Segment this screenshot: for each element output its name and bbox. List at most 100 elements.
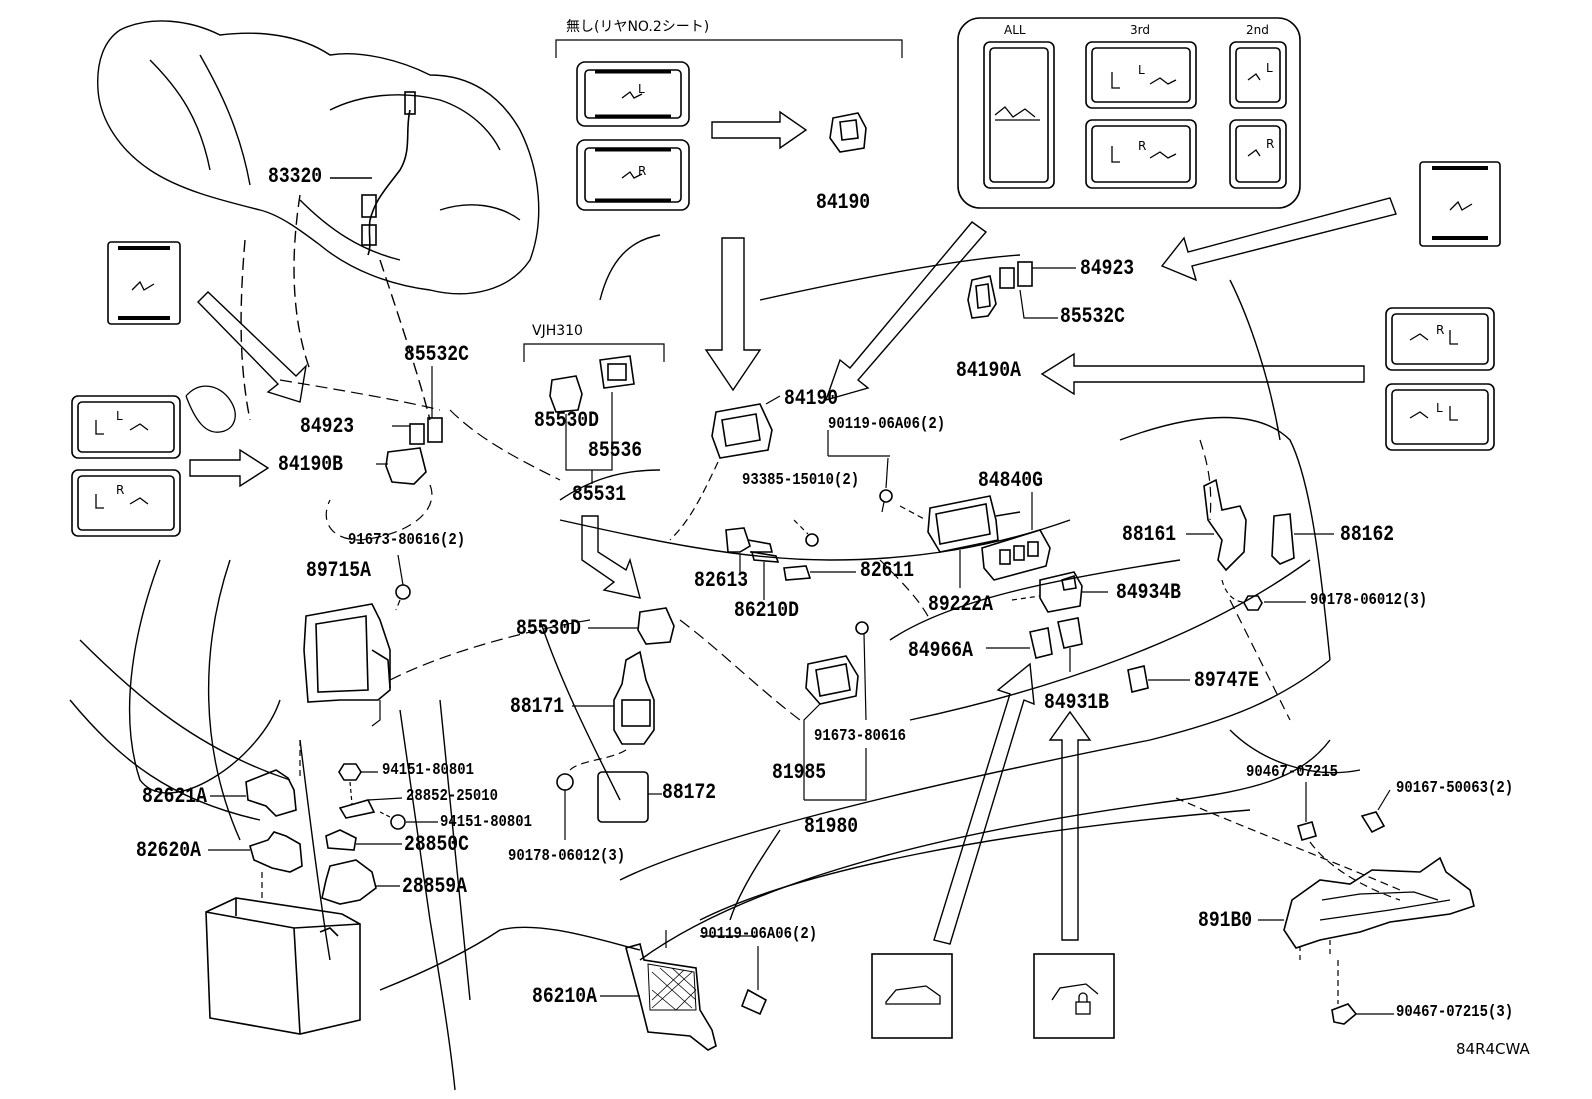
part-label: 88162 bbox=[1340, 522, 1395, 547]
switch-right-L-art bbox=[1385, 383, 1495, 451]
part-label: 84190 bbox=[816, 190, 871, 215]
part-label: 891B0 bbox=[1198, 908, 1253, 933]
arrow-down-85531 bbox=[581, 515, 641, 599]
letter-R-3rd: R bbox=[1138, 139, 1146, 153]
switch-left-L-art bbox=[71, 395, 181, 459]
part-label: 82611 bbox=[860, 558, 915, 583]
switch-right-top-art bbox=[1419, 161, 1501, 247]
part-label: 91673-80616(2) bbox=[348, 531, 466, 550]
seat-illustration bbox=[97, 20, 540, 421]
part-label: 28852-25010 bbox=[406, 787, 499, 806]
part-label: 85532C bbox=[1060, 304, 1125, 329]
group-label-vjh310: VJH310 bbox=[532, 323, 583, 339]
arrow-up-to-84931B bbox=[1048, 710, 1092, 941]
part-label: 89747E bbox=[1194, 668, 1259, 693]
panel-header-2nd: 2nd bbox=[1246, 23, 1269, 37]
rear2-seat-switch-right-art bbox=[576, 139, 690, 211]
part-label: 84190B bbox=[278, 452, 343, 477]
icon-box-vehicle-art bbox=[871, 953, 953, 1039]
module-88171-art bbox=[613, 650, 655, 745]
part-label: 88172 bbox=[662, 780, 717, 805]
switch-panel-art bbox=[957, 17, 1301, 209]
part-label: 84190A bbox=[956, 358, 1021, 383]
arrow-to-84190B bbox=[189, 448, 270, 488]
part-label: 84840G bbox=[978, 468, 1043, 493]
letter-R-right: R bbox=[1436, 323, 1444, 337]
seat-shape-blob bbox=[185, 385, 236, 433]
part-label: 84923 bbox=[1080, 256, 1135, 281]
part-label: 28859A bbox=[402, 874, 467, 899]
panel-header-all: ALL bbox=[1004, 23, 1026, 37]
arrow-to-84923-left bbox=[197, 291, 308, 403]
letter-R-left: R bbox=[116, 483, 124, 497]
part-label: 88171 bbox=[510, 694, 565, 719]
bracket-891B0-art bbox=[1283, 856, 1475, 960]
letter-L-3rd: L bbox=[1138, 63, 1145, 77]
connector-85530D-top-art bbox=[549, 375, 583, 413]
switch-84934B-art bbox=[1039, 571, 1083, 613]
icon-box-lock-art bbox=[1033, 953, 1115, 1039]
switch-84190-mid-art bbox=[711, 403, 773, 459]
clamp-28859A-art bbox=[321, 859, 377, 905]
module-88172-art bbox=[597, 771, 649, 823]
part-label: 81985 bbox=[772, 760, 827, 785]
sensor-89747E-art bbox=[1127, 665, 1149, 693]
part-label: 28850C bbox=[404, 832, 469, 857]
letter-L-2nd: L bbox=[1266, 61, 1273, 75]
harness-83320 bbox=[330, 91, 416, 256]
part-label: 84934B bbox=[1116, 580, 1181, 605]
part-label: 90167-50063(2) bbox=[1396, 779, 1514, 798]
switch-84190B-art bbox=[385, 447, 427, 485]
bracket-82613-art bbox=[725, 527, 774, 553]
letter-L-right: L bbox=[1436, 401, 1443, 415]
part-label: 84923 bbox=[300, 414, 355, 439]
arrow-to-84190-top bbox=[711, 110, 808, 150]
arrow-to-84923-right bbox=[1160, 197, 1397, 282]
bracket-86210A-art bbox=[625, 943, 717, 1051]
rear2-seat-switch-left-art bbox=[576, 61, 690, 127]
arrow-to-84190A bbox=[1040, 352, 1365, 396]
part-label: 82621A bbox=[142, 784, 207, 809]
part-label: 85531 bbox=[572, 482, 627, 507]
battery-art bbox=[205, 897, 361, 1035]
diagram-code: 84R4CWA bbox=[1456, 1040, 1530, 1058]
part-label: 82620A bbox=[136, 838, 201, 863]
bracket-82621A-art bbox=[245, 769, 297, 817]
part-label: 90119-06A06(2) bbox=[700, 925, 818, 944]
switch-right-R-art bbox=[1385, 307, 1495, 371]
bracket-82620A-art bbox=[249, 831, 303, 873]
group-bracket-no-rear2 bbox=[555, 39, 903, 58]
module-81985-art bbox=[805, 655, 859, 705]
arrow-down-to-84190 bbox=[704, 237, 762, 392]
part-label: 90119-06A06(2) bbox=[828, 415, 946, 434]
switch-84190-top-art bbox=[829, 112, 867, 153]
part-label: 82613 bbox=[694, 568, 749, 593]
part-label: 90467-07215(3) bbox=[1396, 1003, 1514, 1022]
part-label: 84966A bbox=[908, 638, 973, 663]
letter-L-rear2: L bbox=[638, 82, 645, 96]
switch-84966A-art bbox=[1029, 617, 1083, 659]
part-label: 81980 bbox=[804, 814, 859, 839]
letter-R-2nd: R bbox=[1266, 137, 1274, 151]
letter-L-left: L bbox=[116, 409, 123, 423]
switch-left-top-art bbox=[107, 241, 181, 325]
vehicle-body-outline bbox=[69, 234, 1361, 1091]
part-label: 90178-06012(3) bbox=[508, 847, 626, 866]
group-bracket-vjh310 bbox=[523, 343, 665, 362]
part-label: 86210D bbox=[734, 598, 799, 623]
part-label: 90467-07215 bbox=[1246, 763, 1339, 782]
part-label: 84931B bbox=[1044, 690, 1109, 715]
part-label: 86210A bbox=[532, 984, 597, 1009]
clip-86210D-art bbox=[750, 551, 780, 563]
part-label: 85536 bbox=[588, 438, 643, 463]
part-label: 85530D bbox=[516, 616, 581, 641]
switch-84923-right-art bbox=[999, 261, 1033, 289]
part-label: 94151-80801 bbox=[440, 813, 533, 832]
ecu-89715A-art bbox=[303, 603, 391, 703]
arrow-up-to-84966A bbox=[933, 662, 1035, 945]
part-label: 94151-80801 bbox=[382, 761, 475, 780]
part-label: 85530D bbox=[534, 408, 599, 433]
letter-R-rear2: R bbox=[638, 164, 646, 178]
